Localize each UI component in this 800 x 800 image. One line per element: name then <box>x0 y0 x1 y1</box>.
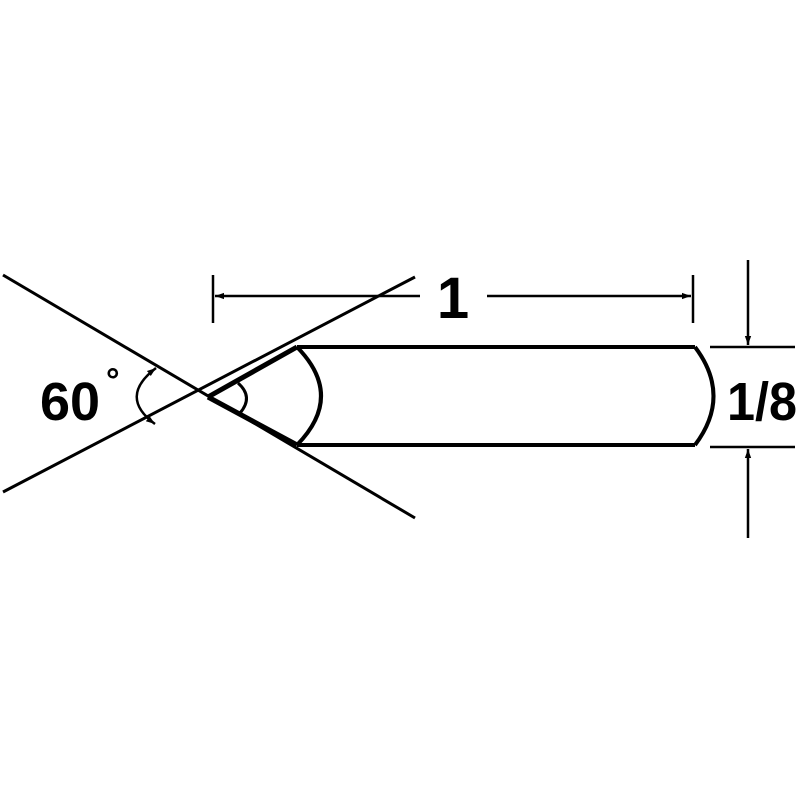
tip-angle-arc <box>236 381 248 414</box>
tip-edge-upper <box>206 344 299 400</box>
tip-edge-lower <box>206 394 299 448</box>
angle-construction-line-upper <box>2 275 416 494</box>
shank-shoulder-arc <box>295 345 323 447</box>
diameter-label: 1/8 <box>727 372 797 432</box>
length-label: 1 <box>437 266 469 331</box>
angle-dimension-arc <box>135 367 157 426</box>
shank-end-arc <box>693 345 716 447</box>
degree-symbol: ° <box>106 362 120 400</box>
angle-label: 60 <box>40 372 100 432</box>
